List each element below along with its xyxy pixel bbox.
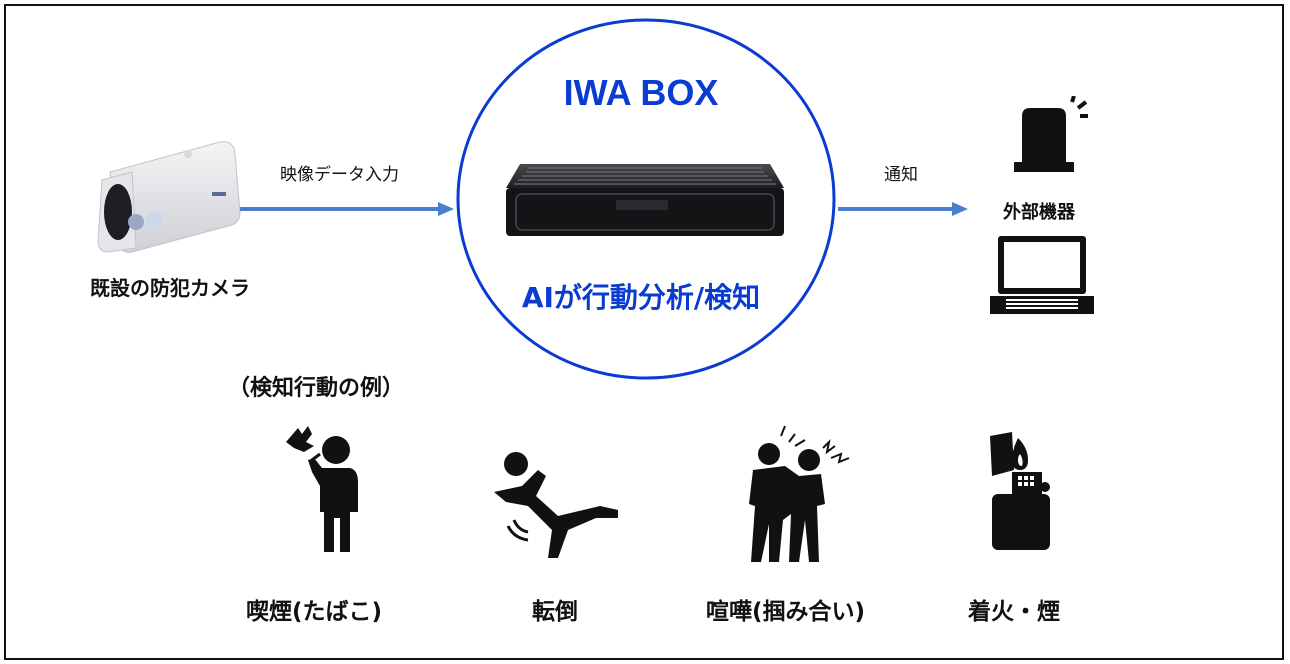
example-label-fire: 着火・煙: [968, 599, 1060, 625]
input-arrow-label: 映像データ入力: [280, 165, 399, 185]
smoking-person-icon: [286, 426, 358, 552]
output-arrow: [838, 202, 968, 216]
falling-person-icon: [494, 452, 618, 558]
camera-label: 既設の防犯カメラ: [90, 276, 250, 300]
fighting-people-icon: [749, 425, 850, 562]
iwa-box-circle: [456, 18, 836, 380]
example-label-fighting: 喧嘩(掴み合い): [706, 599, 866, 625]
example-label-smoking: 喫煙(たばこ): [246, 599, 383, 625]
iwa-box-caption: AIが行動分析/検知: [521, 281, 761, 314]
external-device-label: 外部機器: [1003, 202, 1075, 223]
diagram-frame: [4, 4, 1284, 660]
laptop-icon: [990, 236, 1094, 314]
input-arrow: [240, 202, 454, 216]
lighter-fire-icon: [990, 432, 1050, 550]
output-arrow-label: 通知: [884, 165, 918, 185]
example-label-falling: 転倒: [532, 599, 578, 625]
security-camera-icon: [97, 141, 241, 253]
ai-box-device-icon: [506, 164, 784, 236]
examples-heading: （検知行動の例）: [228, 376, 405, 401]
alarm-light-icon: [1014, 96, 1088, 172]
iwa-box-title: IWA BOX: [563, 72, 719, 113]
